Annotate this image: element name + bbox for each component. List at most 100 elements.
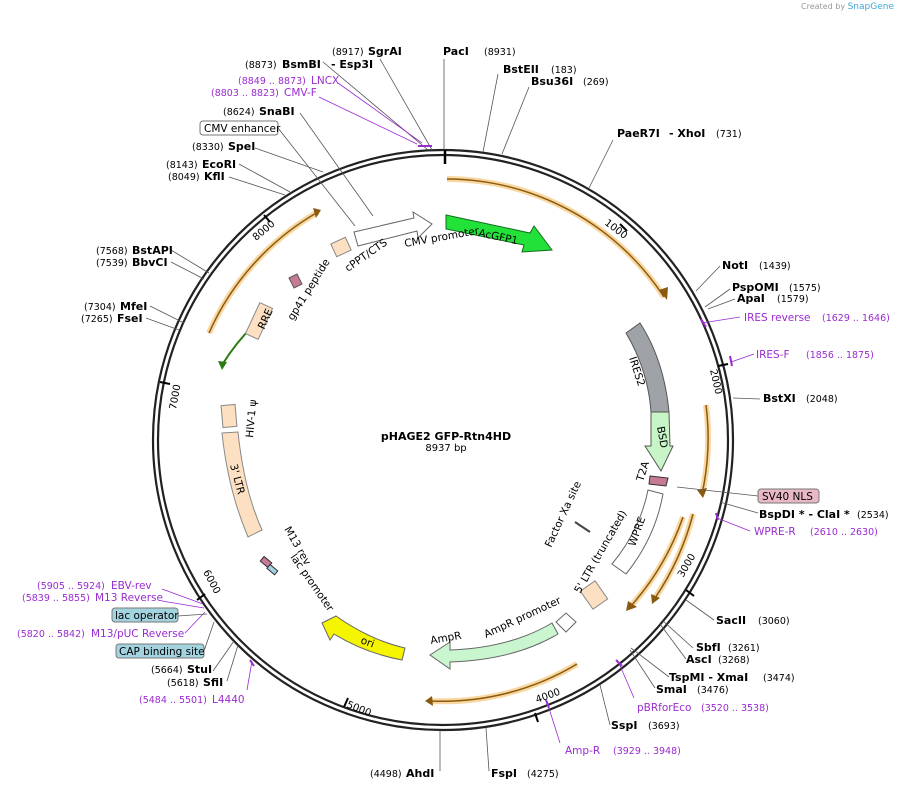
site-noti: NotI [722,259,748,272]
site-sbfi: SbfI [696,641,721,654]
site-bsteii-pos: (183) [551,65,577,76]
site-mfei-pos: (7304) [84,302,116,313]
site-fsei: FseI [117,312,143,325]
site-bsu36i-pos: (269) [583,77,609,88]
lac-marker [266,563,279,576]
site-ahdi-pos: (4498) [370,769,402,780]
site-mfei: MfeI [120,300,147,313]
orf-arc-3 [629,516,684,608]
primer-wprer: WPRE-R [754,526,796,538]
cmv-promoter-arrow [353,210,433,247]
primer-lncx-pos: (8849 .. 8873) [238,76,306,87]
primer-labels: (8849 .. 8873) LNCX (8803 .. 8823) CMV-F… [17,75,890,757]
orf-arc-2 [701,404,709,495]
site-leaders [145,58,761,772]
plasmid-name: pHAGE2 GFP-Rtn4HD [381,430,511,443]
primer-cmvf: CMV-F [284,87,317,99]
site-stui: StuI [187,663,212,676]
factorxa-label: Factor Xa site [543,479,584,549]
bsd-label: BSD [654,425,670,449]
primer-ebvrev-pos: (5905 .. 5924) [37,581,105,592]
site-sacii: SacII [716,614,746,627]
primer-pbrforeco-pos: (3520 .. 3538) [701,703,769,714]
cap-box [115,643,205,659]
tick-7000: 7000 [168,384,183,411]
site-paci: PacI [443,45,469,58]
primer-ampr-pos: (3929 .. 3948) [613,746,681,757]
lac-operator-box [111,607,179,623]
backbone-inner [156,153,730,727]
site-ecori-pos: (8143) [166,160,198,171]
site-apai-pos: (1579) [777,294,809,305]
primer-l4440-pos: (5484 .. 5501) [139,695,207,706]
site-xhoi: - XhoI [669,127,705,140]
site-asci-pos: (3268) [718,655,750,666]
site-sspi-pos: (3693) [648,721,680,732]
site-sfii: SfiI [203,676,223,689]
tick-2000: 2000 [707,368,723,395]
site-bstapi-pos: (7568) [96,246,128,257]
site-spei: SpeI [228,140,255,153]
orf-arc-4 [654,513,694,599]
primer-pbrforeco: pBRforEco [637,702,691,714]
cmv-enhancer-label: CMV enhancer [204,123,281,135]
site-bsmbi-pos: (8873) [245,60,277,71]
site-sgrai-pos: (8917) [332,47,364,58]
orf-arc-5 [429,663,578,703]
primer-m13puc: M13/pUC Reverse [91,628,184,640]
hiv-psi-label: HIV-1 ψ [244,399,259,438]
site-asci: AscI [686,653,712,666]
factorxa-mark [574,521,591,533]
site-stui-pos: (5664) [151,665,183,676]
site-bbvci-pos: (7539) [96,258,128,269]
ltr5-box [579,580,609,610]
site-bsteii: BstEII [503,63,539,76]
ires2-box [625,322,670,413]
cppt-box [330,236,352,258]
tick-6000: 6000 [200,568,222,596]
site-paci-pos: (8931) [484,47,516,58]
hiv-psi-box [220,403,238,429]
site-bsmbi: BsmBI [282,58,321,71]
primer-wprer-pos: (2610 .. 2630) [810,527,878,538]
site-esp3i: - Esp3I [331,58,373,71]
orf-arc-6 [208,211,319,334]
lac-operator-label: lac operator [115,610,179,622]
sv40-label: SV40 NLS [762,491,813,503]
amprpro-arrow [555,612,577,633]
site-bbvci: BbvCI [132,256,168,269]
site-smai-pos: (3476) [697,685,729,696]
site-ahdi: AhdI [406,767,434,780]
site-apai: ApaI [737,292,765,305]
primer-ampr: Amp-R [565,745,600,757]
site-sspi: SspI [611,719,637,732]
site-xhoi-pos: (731) [716,129,742,140]
gp41-label: gp41 peptide [285,257,332,323]
ampr-arrow [429,622,559,670]
site-spei-pos: (8330) [192,142,224,153]
site-fspi-pos: (4275) [527,769,559,780]
snapgene-credit: Created by SnapGene [801,2,894,12]
site-bstxi: BstXI [763,392,796,405]
tick-8000: 8000 [251,219,278,244]
site-fsei-pos: (7265) [81,314,113,325]
ltr3-box [221,431,263,538]
acgfp1-arrow [445,214,553,253]
site-sgrai: SgrAI [368,45,402,58]
orf-arc-1 [446,178,665,298]
primer-lncx: LNCX [311,75,339,87]
primer-m13puc-pos: (5820 .. 5842) [17,629,85,640]
site-smai: SmaI [656,683,687,696]
site-pspomi: PspOMI [732,281,779,294]
site-snabi-pos: (8624) [223,107,255,118]
site-bstapi: BstAPI [132,244,173,257]
primer-m13rev: M13 Reverse [95,592,163,604]
site-ecori: EcoRI [202,158,236,171]
primer-leaders [161,82,755,744]
primer-m13rev-pos: (5839 .. 5855) [22,593,90,604]
ampr-label: AmpR [429,630,462,647]
ori-label: ori [359,635,376,651]
site-kfli: KflI [204,170,225,183]
bsd-arrow [644,411,674,473]
